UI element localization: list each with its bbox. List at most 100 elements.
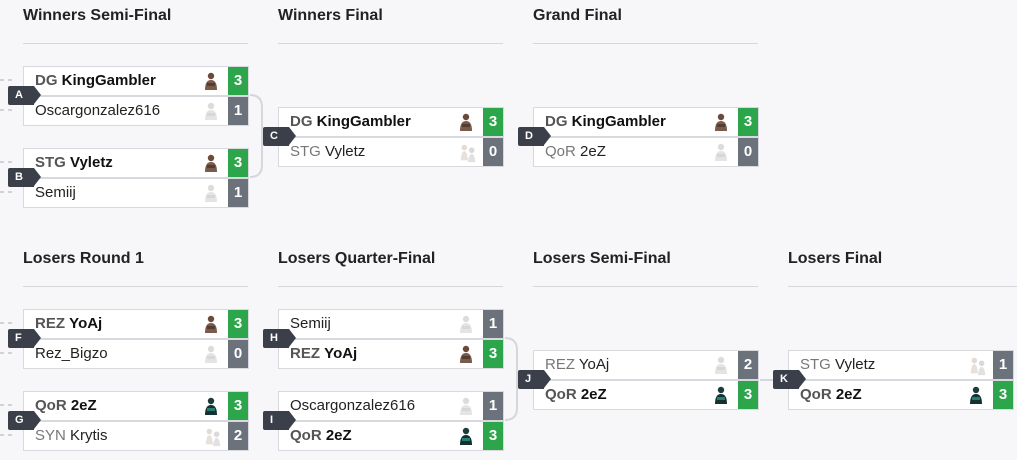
match-badge-D: D	[518, 127, 551, 146]
participant-name: REZ YoAj	[545, 351, 609, 379]
participant-row[interactable]: QoR 2eZ 3	[533, 380, 759, 410]
score-box: 3	[993, 381, 1013, 409]
round-title-grand-final: Grand Final	[533, 7, 622, 24]
player-avatar-icon	[456, 396, 476, 416]
score-box: 1	[228, 179, 248, 207]
score-box: 3	[738, 381, 758, 409]
participant-row[interactable]: REZ YoAj 2	[533, 350, 759, 380]
team-tag: QoR	[290, 427, 322, 444]
team-tag: QoR	[35, 397, 67, 414]
player-avatar-icon	[201, 426, 221, 447]
player-name: 2eZ	[580, 143, 606, 160]
round-divider	[533, 286, 758, 287]
score-box: 3	[228, 392, 248, 420]
player-avatar-icon	[456, 112, 476, 132]
team-tag: DG	[35, 72, 58, 89]
team-tag: QoR	[545, 386, 577, 403]
player-name: Vyletz	[835, 356, 876, 373]
player-avatar-icon	[456, 142, 476, 163]
player-name: Krytis	[70, 427, 108, 444]
player-avatar-icon	[201, 314, 221, 334]
team-tag: STG	[800, 356, 831, 373]
team-tag: REZ	[35, 315, 65, 332]
participant-row[interactable]: QoR 2eZ 3	[23, 391, 249, 421]
participant-row[interactable]: DG KingGambler 3	[533, 107, 759, 137]
participant-name: QoR 2eZ	[290, 422, 352, 450]
participant-name: REZ YoAj	[290, 340, 357, 368]
player-avatar-icon	[201, 396, 221, 416]
player-name: Oscargonzalez616	[35, 102, 161, 119]
round-divider	[533, 43, 758, 44]
player-avatar-icon	[201, 153, 221, 173]
participant-name: Semiij	[35, 179, 76, 207]
entry-stub	[0, 191, 14, 193]
score-box: 3	[228, 67, 248, 95]
score-box: 2	[228, 422, 248, 450]
team-tag: SYN	[35, 427, 66, 444]
round-title-losers-semi-final: Losers Semi-Final	[533, 250, 671, 267]
score-box: 1	[483, 392, 503, 420]
participant-name: REZ YoAj	[35, 310, 102, 338]
participant-row[interactable]: STG Vyletz 1	[788, 350, 1014, 380]
player-name: Semiij	[35, 184, 76, 201]
score-box: 3	[738, 108, 758, 136]
match-badge-H: H	[263, 329, 296, 348]
participant-row[interactable]: Semiij 1	[23, 178, 249, 208]
participant-name: QoR 2eZ	[545, 138, 606, 166]
score-box: 3	[483, 340, 503, 368]
participant-row[interactable]: Oscargonzalez616 1	[23, 96, 249, 126]
player-name: Rez_Bigzo	[35, 345, 108, 362]
player-avatar-icon	[201, 71, 221, 91]
team-tag: STG	[290, 143, 321, 160]
round-divider	[23, 43, 248, 44]
connector-hi-to-j	[504, 337, 518, 421]
participant-name: STG Vyletz	[290, 138, 365, 166]
participant-name: QoR 2eZ	[35, 392, 97, 420]
player-name: 2eZ	[580, 386, 607, 403]
round-divider	[23, 286, 248, 287]
participant-name: DG KingGambler	[545, 108, 666, 136]
player-name: 2eZ	[70, 397, 97, 414]
round-title-losers-final: Losers Final	[788, 250, 883, 267]
participant-row[interactable]: SYN Krytis 2	[23, 421, 249, 451]
score-box: 0	[228, 340, 248, 368]
participant-name: Oscargonzalez616	[35, 97, 160, 125]
player-name: Vyletz	[70, 154, 113, 171]
participant-row[interactable]: REZ YoAj 3	[278, 339, 504, 369]
connector-ab-to-c	[249, 94, 263, 178]
team-tag: QoR	[800, 386, 832, 403]
score-box: 1	[993, 351, 1013, 379]
participant-row[interactable]: Rez_Bigzo 0	[23, 339, 249, 369]
player-avatar-icon	[711, 355, 731, 375]
player-avatar-icon	[201, 344, 221, 364]
entry-stub	[0, 352, 14, 354]
entry-stub	[0, 434, 14, 436]
player-avatar-icon	[966, 355, 986, 376]
team-tag: QoR	[545, 143, 576, 160]
player-avatar-icon	[966, 385, 986, 405]
score-box: 2	[738, 351, 758, 379]
score-box: 1	[228, 97, 248, 125]
participant-name: STG Vyletz	[800, 351, 875, 379]
entry-stub	[0, 109, 14, 111]
